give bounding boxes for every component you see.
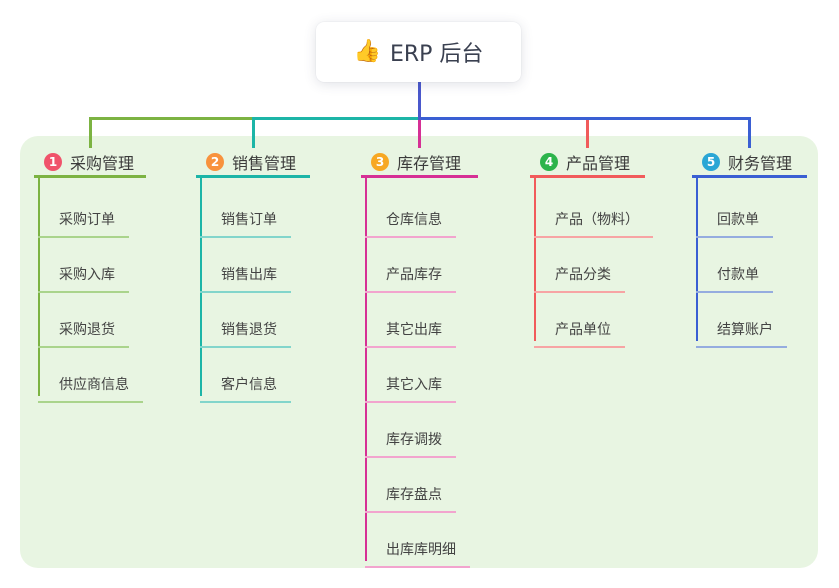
child-node[interactable]: 其它入库 bbox=[365, 361, 456, 403]
child-node-label: 采购入库 bbox=[59, 267, 115, 283]
branch-number-badge: 5 bbox=[702, 153, 720, 171]
root-node-label: ERP 后台 bbox=[389, 42, 484, 67]
child-node-label: 采购订单 bbox=[59, 212, 115, 228]
branch-header-1[interactable]: 1 采购管理 bbox=[34, 149, 146, 178]
child-node-label: 供应商信息 bbox=[59, 377, 129, 393]
branch-header-label: 产品管理 bbox=[566, 154, 631, 173]
child-node[interactable]: 采购退货 bbox=[38, 306, 129, 348]
child-node[interactable]: 结算账户 bbox=[696, 306, 787, 348]
child-node-label: 客户信息 bbox=[221, 377, 277, 393]
child-node-label: 产品（物料） bbox=[555, 212, 639, 228]
child-node-label: 产品分类 bbox=[555, 267, 611, 283]
child-node-label: 库存调拨 bbox=[386, 432, 442, 448]
thumbs-up-icon: 👍 bbox=[353, 39, 381, 64]
child-node[interactable]: 出库库明细 bbox=[365, 526, 470, 568]
child-node-label: 库存盘点 bbox=[386, 487, 442, 503]
child-node-label: 采购退货 bbox=[59, 322, 115, 338]
child-node[interactable]: 回款单 bbox=[696, 196, 773, 238]
child-node-label: 销售退货 bbox=[221, 322, 277, 338]
connector-drop-4 bbox=[586, 117, 589, 148]
connector-drop-1 bbox=[88, 117, 92, 148]
connector-horizontal-blue bbox=[419, 117, 751, 120]
connector-drop-5 bbox=[748, 117, 751, 148]
child-node[interactable]: 库存调拨 bbox=[365, 416, 456, 458]
child-node[interactable]: 其它出库 bbox=[365, 306, 456, 348]
child-node[interactable]: 库存盘点 bbox=[365, 471, 456, 513]
branch-number-badge: 2 bbox=[206, 153, 224, 171]
child-node-label: 回款单 bbox=[717, 212, 759, 228]
branch-number-badge: 1 bbox=[44, 153, 62, 171]
child-node-label: 其它入库 bbox=[386, 377, 442, 393]
child-node-label: 出库库明细 bbox=[386, 542, 456, 558]
root-node[interactable]: 👍 ERP 后台 bbox=[316, 22, 521, 82]
branch-header-4[interactable]: 4 产品管理 bbox=[530, 149, 645, 178]
branch-header-2[interactable]: 2 销售管理 bbox=[196, 149, 310, 178]
child-node[interactable]: 销售订单 bbox=[200, 196, 291, 238]
child-node[interactable]: 付款单 bbox=[696, 251, 773, 293]
branch-header-3[interactable]: 3 库存管理 bbox=[361, 149, 478, 178]
child-node[interactable]: 产品单位 bbox=[534, 306, 625, 348]
child-node[interactable]: 客户信息 bbox=[200, 361, 291, 403]
child-node-label: 付款单 bbox=[717, 267, 759, 283]
child-node[interactable]: 产品（物料） bbox=[534, 196, 653, 238]
branch-header-label: 财务管理 bbox=[728, 154, 793, 173]
branch-trunk-line bbox=[38, 178, 40, 396]
branches-container bbox=[20, 136, 818, 568]
connector-drop-2 bbox=[251, 117, 255, 148]
child-node[interactable]: 销售出库 bbox=[200, 251, 291, 293]
connector-drop-3 bbox=[418, 117, 421, 148]
branch-header-label: 库存管理 bbox=[397, 154, 462, 173]
child-node[interactable]: 仓库信息 bbox=[365, 196, 456, 238]
branch-number-badge: 4 bbox=[540, 153, 558, 171]
child-node[interactable]: 销售退货 bbox=[200, 306, 291, 348]
child-node[interactable]: 产品分类 bbox=[534, 251, 625, 293]
connector-horizontal-teal bbox=[251, 117, 420, 120]
branch-header-5[interactable]: 5 财务管理 bbox=[692, 149, 807, 178]
branch-trunk-line bbox=[534, 178, 536, 341]
child-node-label: 产品库存 bbox=[386, 267, 442, 283]
branch-trunk-line bbox=[365, 178, 367, 561]
child-node-label: 销售出库 bbox=[221, 267, 277, 283]
child-node-label: 销售订单 bbox=[221, 212, 277, 228]
child-node[interactable]: 采购入库 bbox=[38, 251, 129, 293]
branch-trunk-line bbox=[696, 178, 698, 341]
child-node-label: 其它出库 bbox=[386, 322, 442, 338]
child-node[interactable]: 采购订单 bbox=[38, 196, 129, 238]
connector-root-vertical bbox=[418, 82, 421, 120]
child-node-label: 结算账户 bbox=[717, 322, 773, 338]
branch-header-label: 销售管理 bbox=[232, 154, 297, 173]
connector-horizontal-green bbox=[88, 117, 253, 120]
branch-number-badge: 3 bbox=[371, 153, 389, 171]
child-node[interactable]: 产品库存 bbox=[365, 251, 456, 293]
branch-header-label: 采购管理 bbox=[70, 154, 135, 173]
child-node-label: 产品单位 bbox=[555, 322, 611, 338]
child-node[interactable]: 供应商信息 bbox=[38, 361, 143, 403]
child-node-label: 仓库信息 bbox=[386, 212, 442, 228]
branch-trunk-line bbox=[200, 178, 202, 396]
